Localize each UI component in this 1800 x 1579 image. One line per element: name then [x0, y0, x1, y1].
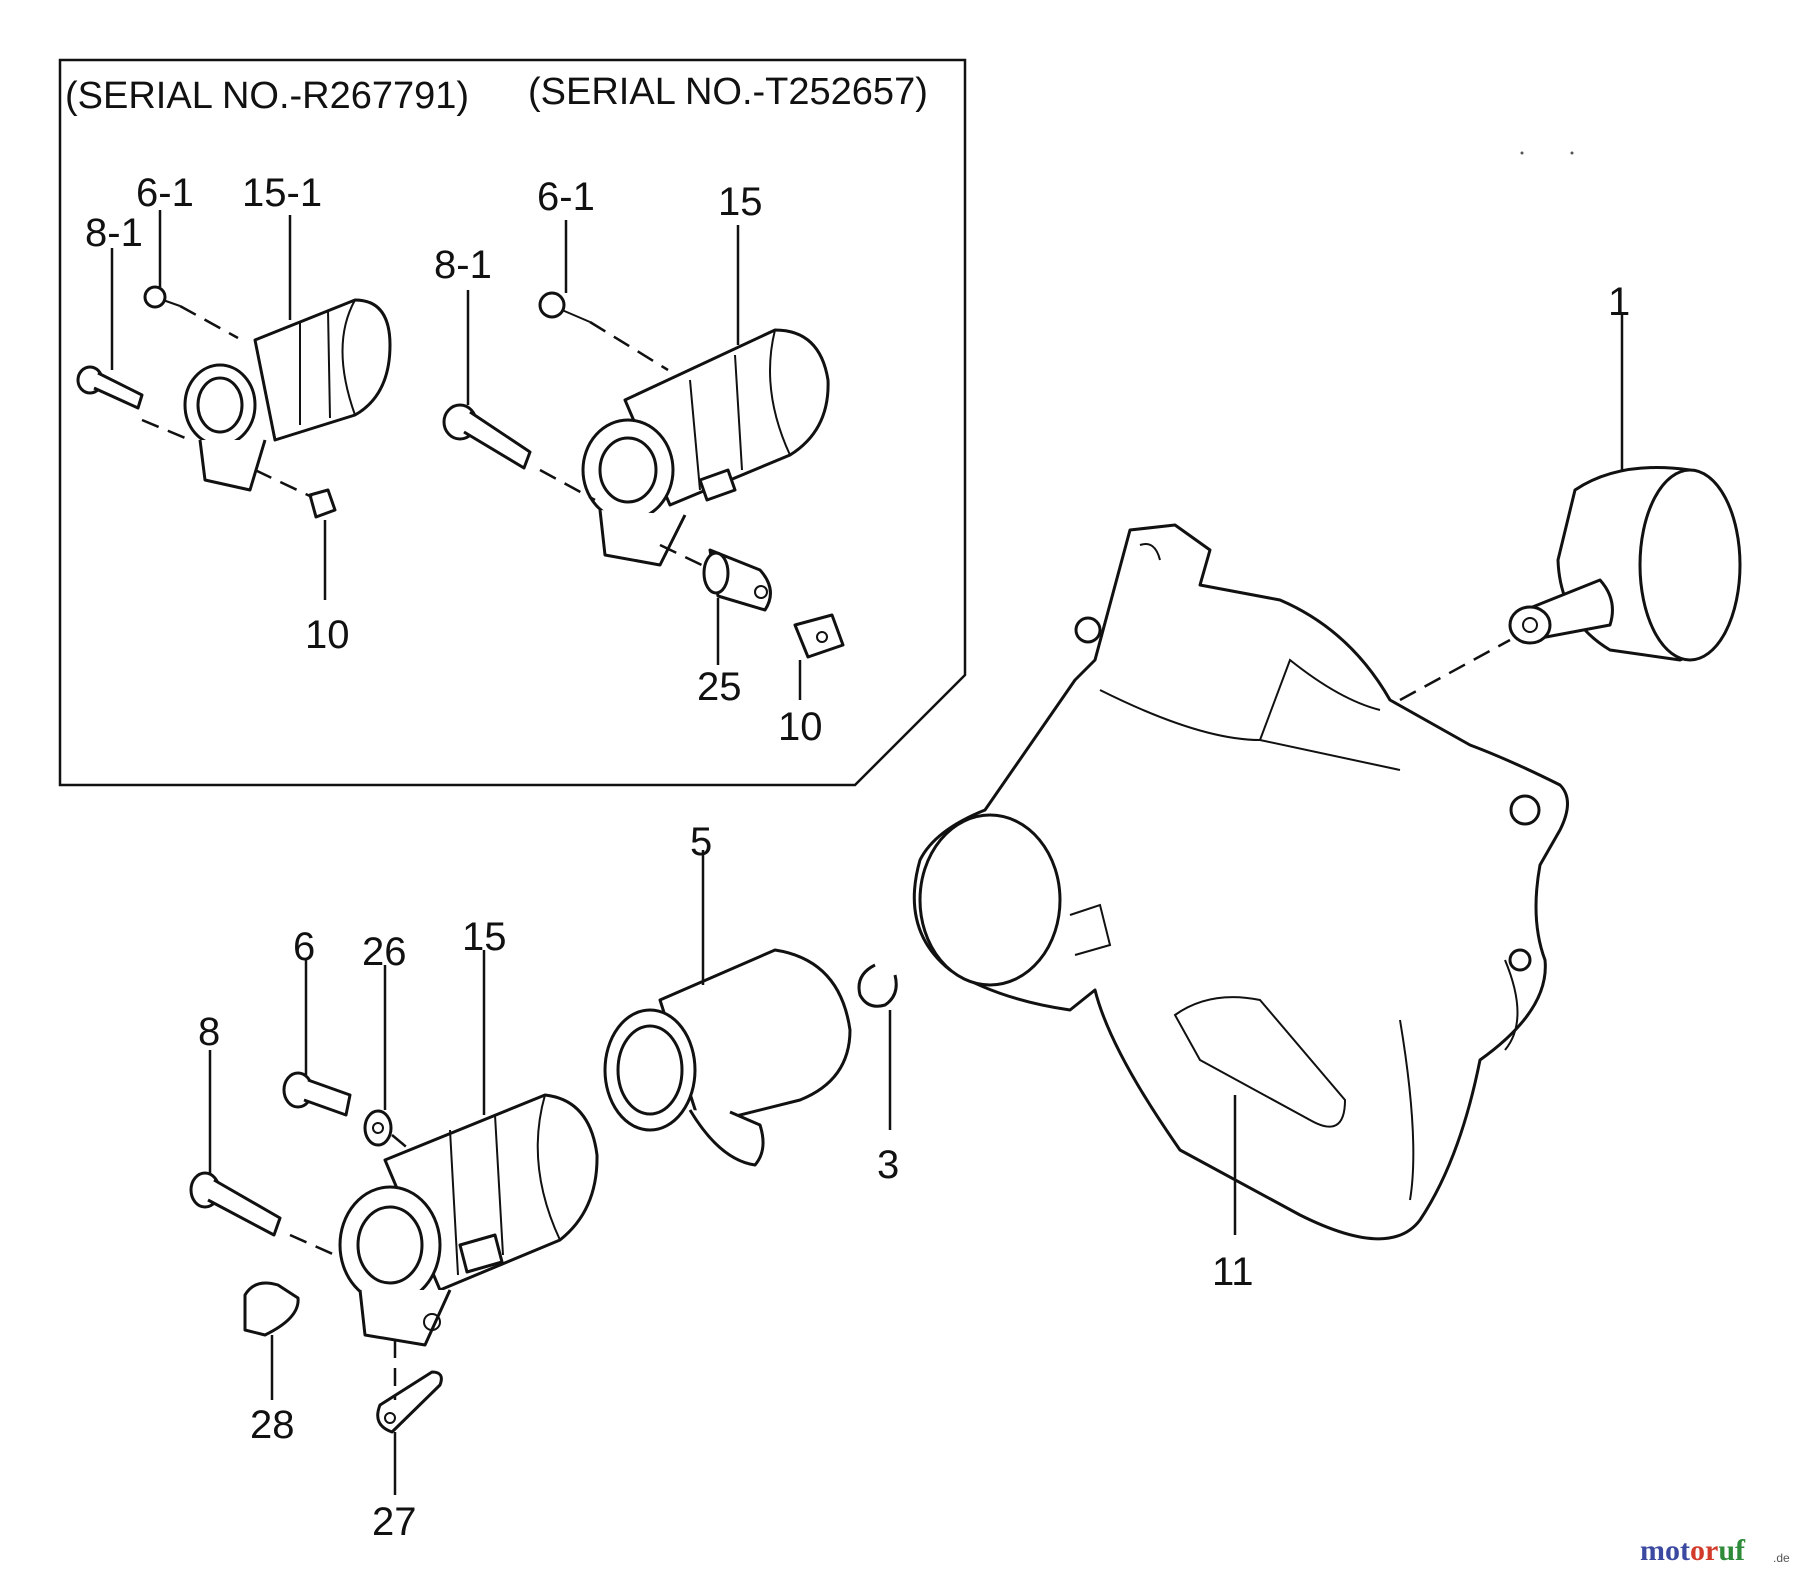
callout-26: 26 [362, 930, 407, 974]
callout-15-1: 15-1 [242, 171, 322, 215]
part-6-screw [282, 1071, 352, 1117]
part-6-1-screw-right [538, 291, 591, 323]
callout-6-1-left: 6-1 [136, 171, 194, 215]
part-15-1-handle-clamp [183, 298, 392, 492]
part-8-bolt [189, 1171, 282, 1237]
callout-25: 25 [697, 665, 742, 709]
part-11-gear-case [912, 523, 1569, 1241]
callout-10-right: 10 [778, 705, 823, 749]
serial-right-label: (SERIAL NO.-T252657) [528, 71, 928, 113]
part-3-snap-ring [857, 963, 898, 1008]
callout-8-1-left: 8-1 [85, 211, 143, 255]
callout-3: 3 [877, 1143, 899, 1187]
part-15-handle-clamp [338, 1093, 599, 1347]
leader-dash [589, 320, 669, 372]
leader-dash [539, 468, 596, 502]
part-15-handle-clamp-inset [581, 328, 830, 567]
callout-15: 15 [462, 915, 507, 959]
part-10-nut-left [308, 488, 337, 519]
part-1-clutch-drum [1508, 466, 1742, 662]
callout-6: 6 [293, 925, 315, 969]
leader-dash [659, 543, 709, 570]
speck [1570, 151, 1574, 155]
watermark-tld: .de [1773, 1551, 1790, 1565]
part-8-1-bolt-right [442, 403, 532, 470]
serial-left-label: (SERIAL NO.-R267791) [65, 75, 469, 117]
leader-dash [179, 304, 239, 340]
leader-dash [141, 418, 191, 442]
part-6-1-screw-left [143, 285, 181, 309]
part-26-washer [363, 1109, 393, 1147]
speck [1520, 151, 1524, 155]
callout-1: 1 [1608, 280, 1630, 324]
callout-27: 27 [372, 1500, 417, 1544]
callout-8: 8 [198, 1010, 220, 1054]
part-25-sleeve [702, 548, 772, 612]
inset-frame [58, 58, 967, 787]
callout-6-1-right: 6-1 [537, 175, 595, 219]
part-28-cap [243, 1281, 300, 1337]
part-8-1-bolt-left [76, 365, 144, 410]
part-27-bracket [376, 1370, 443, 1434]
serial-variant-inset: (SERIAL NO.-R267791) (SERIAL NO.-T252657… [58, 58, 967, 787]
leader-dash [254, 468, 313, 499]
callout-10-left: 10 [305, 613, 350, 657]
callout-28: 28 [250, 1403, 295, 1447]
watermark-logo: motoruf .de [1640, 1534, 1790, 1567]
watermark-brand: motoruf [1640, 1534, 1746, 1567]
callout-5: 5 [690, 820, 712, 864]
callout-11: 11 [1212, 1250, 1254, 1294]
leader-dash [1399, 638, 1511, 702]
callout-15-inset: 15 [718, 180, 763, 224]
part-5-clamp-sleeve [603, 948, 852, 1167]
part-10-nut-right [793, 613, 845, 659]
leader-dash [289, 1233, 336, 1257]
callout-8-1-right: 8-1 [434, 243, 492, 287]
leader-dash [391, 1134, 411, 1151]
